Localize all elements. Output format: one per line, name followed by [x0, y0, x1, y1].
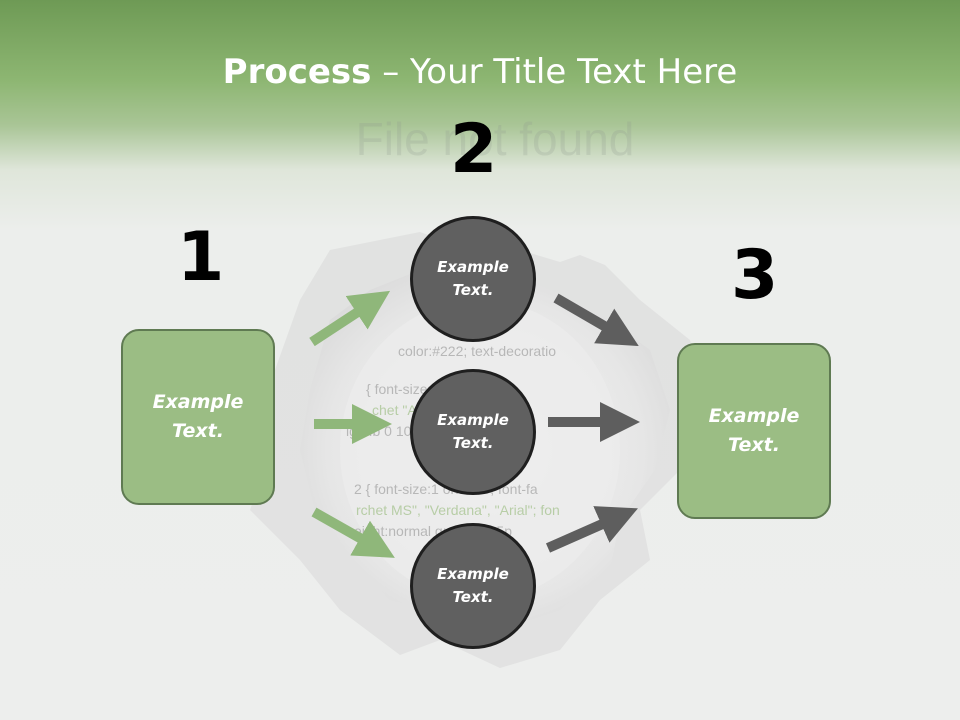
code-line: rchet MS", "Verdana", "Arial"; fon	[356, 502, 560, 518]
title-bold: Process	[222, 52, 372, 92]
step-number-3: 3	[731, 236, 779, 315]
code-line: color:#222; text-decoratio	[398, 343, 556, 359]
ghost-text: File not found	[355, 113, 635, 165]
arrow-gray-down	[553, 293, 639, 347]
arrow-gray-up	[545, 506, 638, 553]
step-2-circle-top: Example Text.	[410, 216, 536, 342]
arrow-green-down	[311, 507, 395, 558]
title-rest: Your Title Text Here	[410, 52, 738, 92]
step-1-box: Example Text.	[121, 329, 275, 505]
step-2-circle-middle: Example Text.	[410, 369, 536, 495]
step-2-circle-bottom: Example Text.	[410, 523, 536, 649]
title-dash: –	[371, 52, 411, 92]
arrow-green-up	[309, 290, 391, 347]
step-3-box: Example Text.	[677, 343, 831, 519]
step-number-2: 2	[450, 110, 498, 189]
slide-title: Process – Your Title Text Here	[0, 52, 960, 92]
step-number-1: 1	[177, 218, 225, 297]
